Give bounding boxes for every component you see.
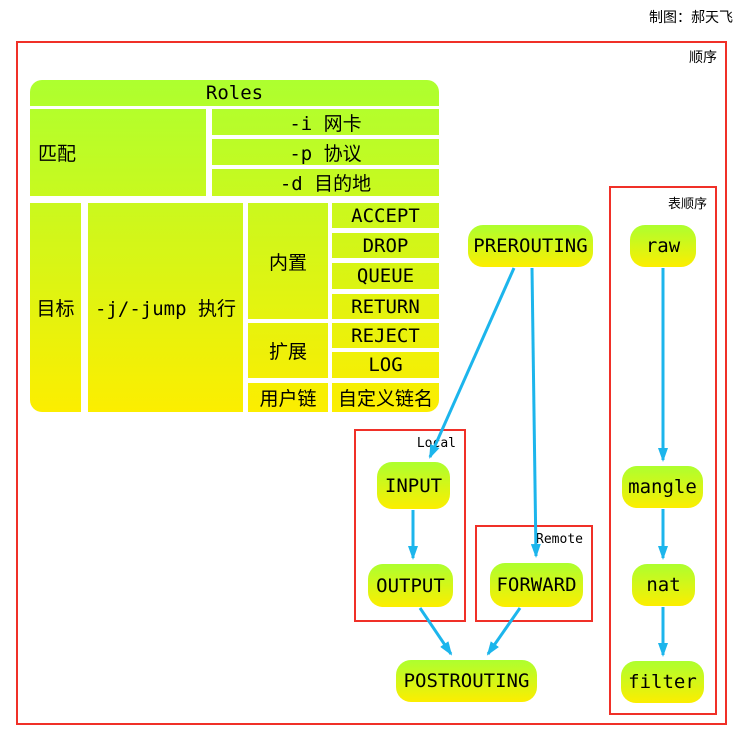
cell-match-protocol: -p 协议	[212, 139, 439, 165]
remote-group-label: Remote	[536, 532, 583, 547]
sequence-label: 顺序	[689, 50, 717, 66]
outer-frame	[16, 41, 727, 725]
cell-match-label: 匹配	[30, 109, 206, 196]
node-forward: FORWARD	[490, 563, 583, 607]
cell-userchain-label: 用户链	[248, 383, 328, 412]
cell-log: LOG	[332, 352, 439, 378]
table-order-box: 表顺序	[609, 186, 717, 715]
cell-return: RETURN	[332, 294, 439, 319]
cell-queue: QUEUE	[332, 263, 439, 289]
node-input: INPUT	[377, 462, 450, 509]
cell-match-interface: -i 网卡	[212, 109, 439, 135]
node-postrouting: POSTROUTING	[396, 660, 537, 702]
cell-target-label: 目标	[30, 203, 81, 412]
cell-drop: DROP	[332, 233, 439, 258]
node-nat: nat	[632, 564, 695, 606]
node-filter: filter	[621, 661, 704, 703]
table-order-label: 表顺序	[667, 197, 707, 212]
cell-builtin-label: 内置	[248, 203, 328, 319]
cell-extend-label: 扩展	[248, 323, 328, 378]
cell-jump-label: -j/-jump 执行	[88, 203, 243, 412]
cell-reject: REJECT	[332, 323, 439, 348]
local-group-label: Local	[416, 436, 456, 451]
node-output: OUTPUT	[368, 564, 453, 607]
cell-userchain-value: 自定义链名	[332, 383, 439, 412]
table-header-roles: Roles	[30, 80, 439, 106]
credit-text: 制图：郝天飞	[649, 10, 733, 26]
cell-match-destination: -d 目的地	[212, 169, 439, 196]
node-prerouting: PREROUTING	[468, 225, 593, 267]
node-mangle: mangle	[622, 466, 703, 508]
cell-accept: ACCEPT	[332, 203, 439, 228]
node-raw: raw	[630, 225, 696, 267]
